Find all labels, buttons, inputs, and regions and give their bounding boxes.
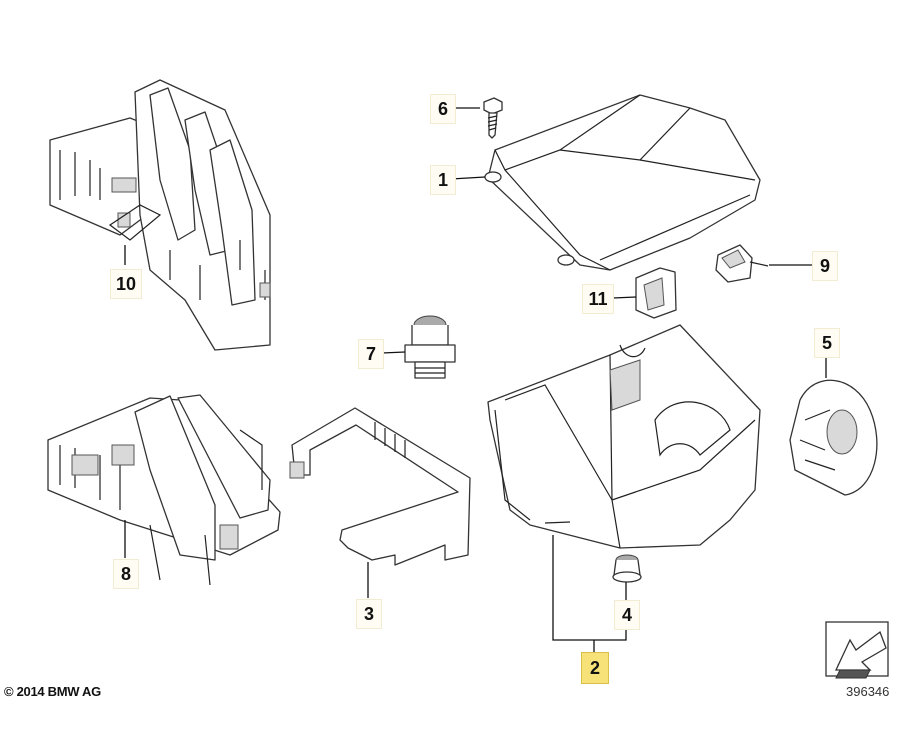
callout-6[interactable]: 6 — [430, 94, 456, 124]
part-10-carrier — [49, 79, 271, 351]
part-8-carrier — [47, 394, 281, 586]
part-6-screw — [483, 97, 503, 139]
callout-1[interactable]: 1 — [430, 165, 456, 195]
part-11-seal — [635, 267, 677, 319]
callout-7[interactable]: 7 — [358, 339, 384, 369]
callout-8[interactable]: 8 — [113, 559, 139, 589]
part-3-bracket — [289, 407, 471, 566]
copyright-text: © 2014 BMW AG — [4, 684, 101, 699]
callout-3[interactable]: 3 — [356, 599, 382, 629]
callout-5[interactable]: 5 — [814, 328, 840, 358]
part-9-connector — [715, 244, 769, 283]
part-2-housing — [487, 324, 761, 549]
callout-9[interactable]: 9 — [812, 251, 838, 281]
part-4-grommet — [612, 554, 642, 583]
direction-arrow-box — [825, 621, 889, 679]
part-1-cover — [484, 94, 761, 271]
part-5-round-cover — [789, 379, 878, 496]
part-7-sensor — [404, 315, 456, 379]
callout-11[interactable]: 11 — [582, 284, 614, 314]
callout-2-highlighted[interactable]: 2 — [581, 652, 609, 684]
callout-10[interactable]: 10 — [110, 269, 142, 299]
drawing-id: 396346 — [846, 684, 890, 699]
callout-4[interactable]: 4 — [614, 600, 640, 630]
leader-lines — [124, 107, 827, 652]
